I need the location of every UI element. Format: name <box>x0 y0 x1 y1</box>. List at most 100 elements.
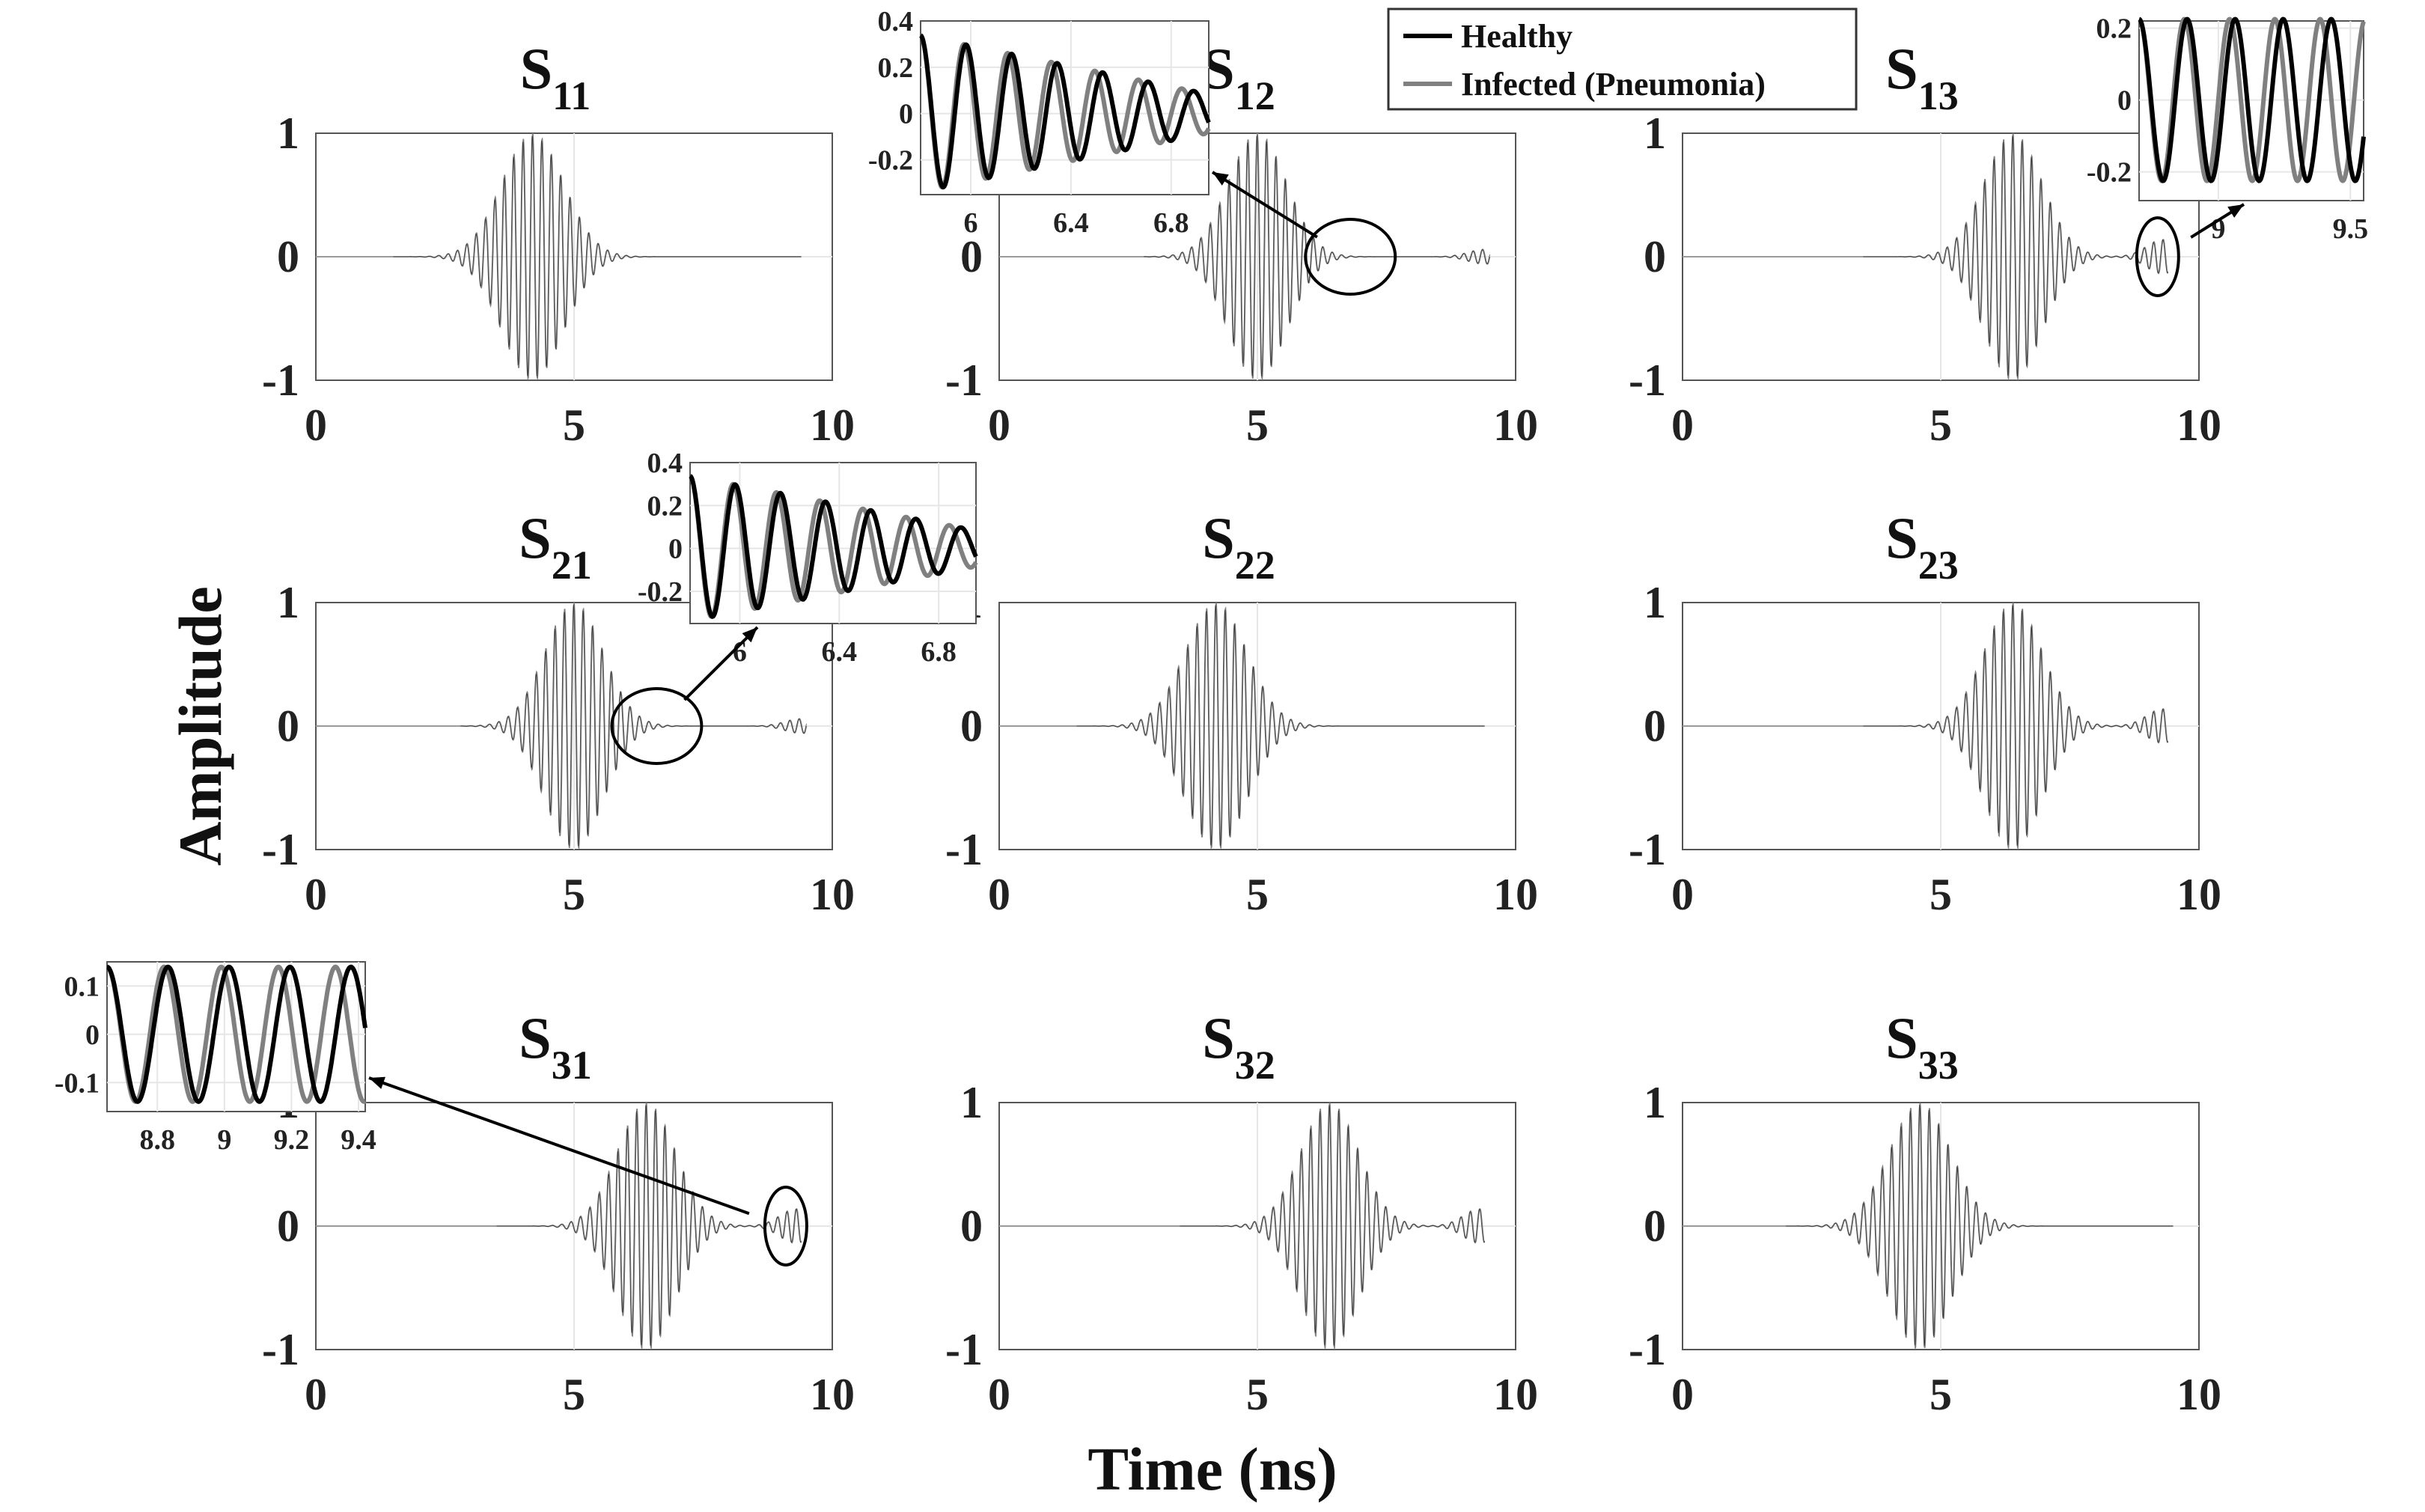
inset-y-tick-label: -0.2 <box>868 145 913 177</box>
y-tick-label: -1 <box>262 825 299 874</box>
zoom-arrowhead <box>369 1076 385 1089</box>
y-tick-label: 0 <box>960 701 983 751</box>
y-tick-label: 0 <box>1644 232 1666 281</box>
y-tick-label: 0 <box>277 232 299 281</box>
inset-y-tick-label: 0 <box>85 1019 100 1051</box>
y-tick-label: -1 <box>1629 1325 1666 1374</box>
inset-x-tick-label: 6.4 <box>1053 207 1089 239</box>
inset-series-healthy <box>2138 16 2366 183</box>
y-tick-label: 1 <box>277 578 299 627</box>
y-tick-label: 1 <box>1644 1078 1666 1127</box>
inset-y-tick-label: 0 <box>899 99 913 130</box>
series-healthy <box>1144 135 1490 377</box>
inset-y-tick-label: 0.1 <box>64 971 100 1002</box>
inset-x-tick-label: 8.8 <box>139 1124 175 1156</box>
y-axis-label: Amplitude <box>166 586 234 866</box>
x-tick-label: 5 <box>1930 400 1952 450</box>
x-tick-label: 0 <box>988 870 1010 919</box>
x-tick-label: 5 <box>1246 1370 1269 1419</box>
zoom-ellipse <box>763 1186 808 1266</box>
inset-x-tick-label: 9.5 <box>2333 213 2369 245</box>
inset-x-tick-label: 9 <box>217 1124 231 1156</box>
inset-y-tick-label: 0.4 <box>878 6 914 37</box>
y-tick-label: 0 <box>960 1201 983 1251</box>
x-tick-label: 10 <box>1493 400 1538 450</box>
panel-grid: 0510-101S110510-101S120510-101S130510-10… <box>262 36 2221 1419</box>
zoom-ellipse <box>1304 218 1397 296</box>
inset-x-tick-label: 6 <box>963 207 977 239</box>
legend-label-infected: Infected (Pneumonia) <box>1461 66 1766 103</box>
y-tick-label: -1 <box>945 825 983 874</box>
x-tick-label: 10 <box>2177 870 2221 919</box>
subplot-title: S32 <box>1202 1005 1275 1088</box>
inset-y-tick-label: 0 <box>668 534 683 565</box>
x-tick-label: 5 <box>1930 1370 1952 1419</box>
zoom-arrow <box>683 626 759 701</box>
subplot-title: S13 <box>1885 36 1958 118</box>
series-healthy <box>496 1105 802 1347</box>
y-tick-label: 1 <box>1644 109 1666 158</box>
inset-y-tick-label: 0.2 <box>2096 13 2132 45</box>
series-healthy <box>1180 1105 1486 1347</box>
inset-y-tick-label: 0.2 <box>647 490 683 522</box>
x-tick-label: 5 <box>563 1370 585 1419</box>
x-axis-label: Time (ns) <box>1088 1435 1337 1503</box>
inset-x-tick-label: 9.4 <box>341 1124 376 1156</box>
inset-x-tick-label: 6.4 <box>822 636 858 668</box>
legend-box <box>1387 7 1858 111</box>
y-tick-label: -1 <box>1629 825 1666 874</box>
series-healthy <box>460 604 807 847</box>
inset-y-tick-label: 0.4 <box>647 448 683 479</box>
inset-series-healthy <box>106 964 367 1104</box>
y-tick-label: -1 <box>262 1325 299 1374</box>
inset-y-tick-label: -0.2 <box>2087 157 2132 189</box>
y-tick-label: -1 <box>945 356 983 405</box>
inset-y-tick-label: 0 <box>2117 85 2132 117</box>
y-tick-label: -1 <box>945 1325 983 1374</box>
series-healthy <box>1786 1104 2174 1347</box>
inset-x-tick-label: 6.8 <box>921 636 957 668</box>
subplot-title: S31 <box>519 1005 591 1088</box>
zoom-arrow <box>1211 171 1318 239</box>
x-tick-label: 0 <box>988 400 1010 450</box>
inset-series-healthy <box>689 474 978 619</box>
x-tick-label: 5 <box>563 870 585 919</box>
y-tick-label: 0 <box>1644 701 1666 751</box>
subplot-title: S21 <box>519 505 591 588</box>
x-tick-label: 0 <box>1671 1370 1694 1419</box>
x-tick-label: 0 <box>988 1370 1010 1419</box>
x-tick-label: 10 <box>810 1370 855 1419</box>
series-healthy <box>1863 135 2169 377</box>
inset-x-tick-label: 6.8 <box>1153 207 1189 239</box>
x-tick-label: 0 <box>1671 870 1694 919</box>
x-tick-label: 10 <box>810 400 855 450</box>
zoom-arrowhead <box>742 627 757 643</box>
series-healthy <box>393 135 802 377</box>
zoom-arrowhead <box>1212 172 1229 186</box>
subplot-title: S22 <box>1202 505 1275 588</box>
series-healthy <box>1076 605 1485 847</box>
inset-series-healthy <box>919 33 1211 190</box>
x-tick-label: 0 <box>305 400 327 450</box>
zoom-arrow <box>368 1076 750 1216</box>
zoom-ellipse <box>610 687 704 765</box>
y-tick-label: 0 <box>277 1201 299 1251</box>
y-tick-label: 0 <box>277 701 299 751</box>
subplot-title: S12 <box>1202 36 1275 118</box>
subplot-title: S11 <box>520 36 591 118</box>
zoom-ellipse <box>2135 216 2180 297</box>
y-tick-label: -1 <box>1629 356 1666 405</box>
x-tick-label: 5 <box>1246 400 1269 450</box>
x-tick-label: 0 <box>305 870 327 919</box>
x-tick-label: 0 <box>1671 400 1694 450</box>
